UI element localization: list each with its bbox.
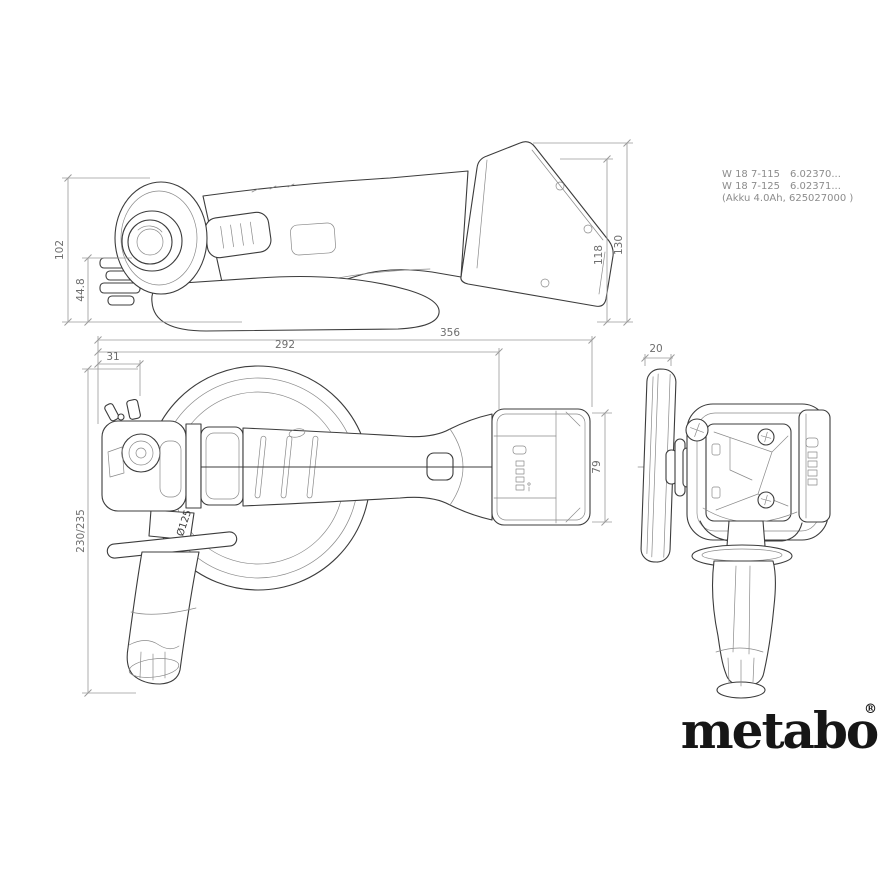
dim-top-total-length: 356 [440,327,460,339]
battery-release-button [512,445,527,455]
side-head [99,181,440,332]
spindle-collar [127,219,173,265]
logo-wordmark: metabo [681,701,878,760]
dim-top-head-overhang: 31 [106,351,119,363]
metabo-logo: metabo ® [681,701,880,760]
dim-side-battery-outer: 130 [613,235,625,255]
front-body [685,403,829,542]
top-side-handle [106,509,238,685]
side-view-dimensions: 102 44.8 118 130 [54,139,633,326]
front-view: 20 [637,343,831,699]
dim-top-battery-width: 79 [591,460,603,473]
dim-side-battery-inner: 118 [593,245,605,265]
side-battery-pack [460,141,614,307]
side-view: 102 44.8 118 130 [54,139,633,332]
side-body [202,170,469,292]
top-view-dimensions: 356 292 31 79 230/235 [75,327,612,697]
dim-side-flange-height: 44.8 [75,278,87,301]
dim-side-total-height: 102 [54,240,66,260]
front-view-dimensions: 20 [641,343,675,366]
top-head-block [101,398,244,512]
spindle-lock-button [121,433,161,473]
front-battery-edge [798,409,831,523]
product-code-note: (Akku 4.0Ah, 625027000 ) [722,193,853,204]
front-side-handle [691,520,793,699]
slider-switch [204,211,272,259]
top-view: Ø125 356 292 31 79 230/235 [75,327,612,697]
top-battery-pack [491,408,591,526]
dim-top-height-with-handle: 230/235 [75,509,87,553]
top-body [201,413,590,521]
side-guard [151,275,440,332]
dim-top-body-length: 292 [275,339,295,351]
dim-front-disc-width: 20 [649,343,662,355]
battery-capacity-indicator [515,460,531,492]
registered-trademark-symbol: ® [864,702,877,717]
